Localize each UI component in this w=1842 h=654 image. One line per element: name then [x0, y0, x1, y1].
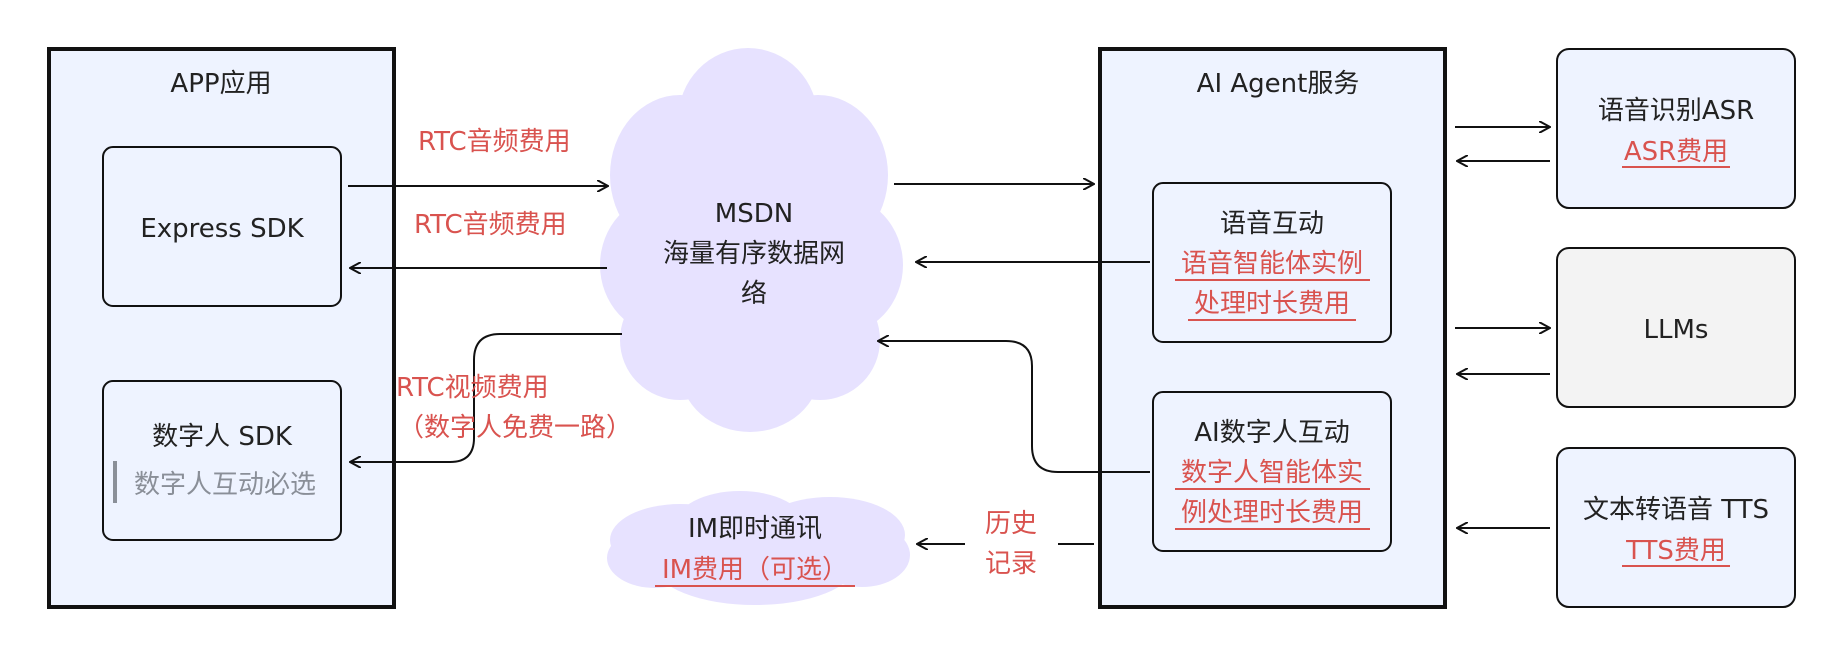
- rtc-audio-up-label: RTC音频费用: [418, 127, 571, 157]
- digital-interaction-title: AI数字人互动: [1194, 418, 1349, 448]
- app-panel: APP应用 Express SDK 数字人 SDK 数字人互动必选: [47, 47, 396, 609]
- llm-box: LLMs: [1556, 247, 1796, 408]
- im-cloud: IM即时通讯 IM费用（可选）: [607, 491, 910, 605]
- llm-title: LLMs: [1644, 315, 1709, 345]
- rtc-video-label-line1: RTC视频费用: [396, 373, 549, 403]
- voice-fee-line1: 语音智能体实例: [1181, 249, 1363, 279]
- voice-interaction-box: 语音互动 语音智能体实例 处理时长费用: [1152, 182, 1392, 343]
- express-sdk-box: Express SDK: [102, 146, 342, 307]
- digital-interaction-box: AI数字人互动 数字人智能体实 例处理时长费用: [1152, 391, 1392, 552]
- digital-fee-line2: 例处理时长费用: [1181, 498, 1363, 528]
- arrow-msdn-to-digital-sdk: [350, 333, 622, 462]
- im-fee: IM费用（可选）: [662, 555, 848, 585]
- asr-fee: ASR费用: [1624, 137, 1728, 167]
- digital-human-note: 数字人互动必选: [134, 470, 316, 500]
- im-title: IM即时通讯: [688, 514, 822, 544]
- history-label-line1: 历史: [985, 509, 1037, 539]
- voice-interaction-title: 语音互动: [1220, 209, 1324, 239]
- msdn-subtitle-line2: 络: [741, 279, 767, 309]
- note-bar: [113, 461, 117, 503]
- asr-title: 语音识别ASR: [1598, 96, 1754, 126]
- tts-title: 文本转语音 TTS: [1583, 495, 1769, 525]
- history-label-line2: 记录: [985, 549, 1037, 579]
- rtc-video-label-line2: （数字人免费一路）: [398, 413, 632, 443]
- tts-box: 文本转语音 TTS TTS费用: [1556, 447, 1796, 608]
- app-title: APP应用: [170, 69, 271, 99]
- agent-title: AI Agent服务: [1197, 69, 1360, 99]
- asr-box: 语音识别ASR ASR费用: [1556, 48, 1796, 209]
- digital-human-sdk-label: 数字人 SDK: [152, 422, 293, 452]
- agent-panel: AI Agent服务 语音互动 语音智能体实例 处理时长费用 AI数字人互动 数…: [1098, 47, 1447, 609]
- rtc-audio-down-label: RTC音频费用: [414, 210, 567, 240]
- msdn-title: MSDN: [715, 199, 793, 229]
- digital-fee-line1: 数字人智能体实: [1181, 458, 1363, 488]
- voice-fee-line2: 处理时长费用: [1194, 289, 1350, 319]
- digital-human-sdk-box: 数字人 SDK 数字人互动必选: [102, 380, 342, 541]
- express-sdk-label: Express SDK: [140, 214, 304, 244]
- msdn-cloud: MSDN 海量有序数据网 络: [600, 48, 903, 432]
- tts-fee: TTS费用: [1625, 536, 1726, 566]
- msdn-subtitle-line1: 海量有序数据网: [663, 239, 845, 269]
- arrow-digital-to-msdn: [878, 341, 1150, 473]
